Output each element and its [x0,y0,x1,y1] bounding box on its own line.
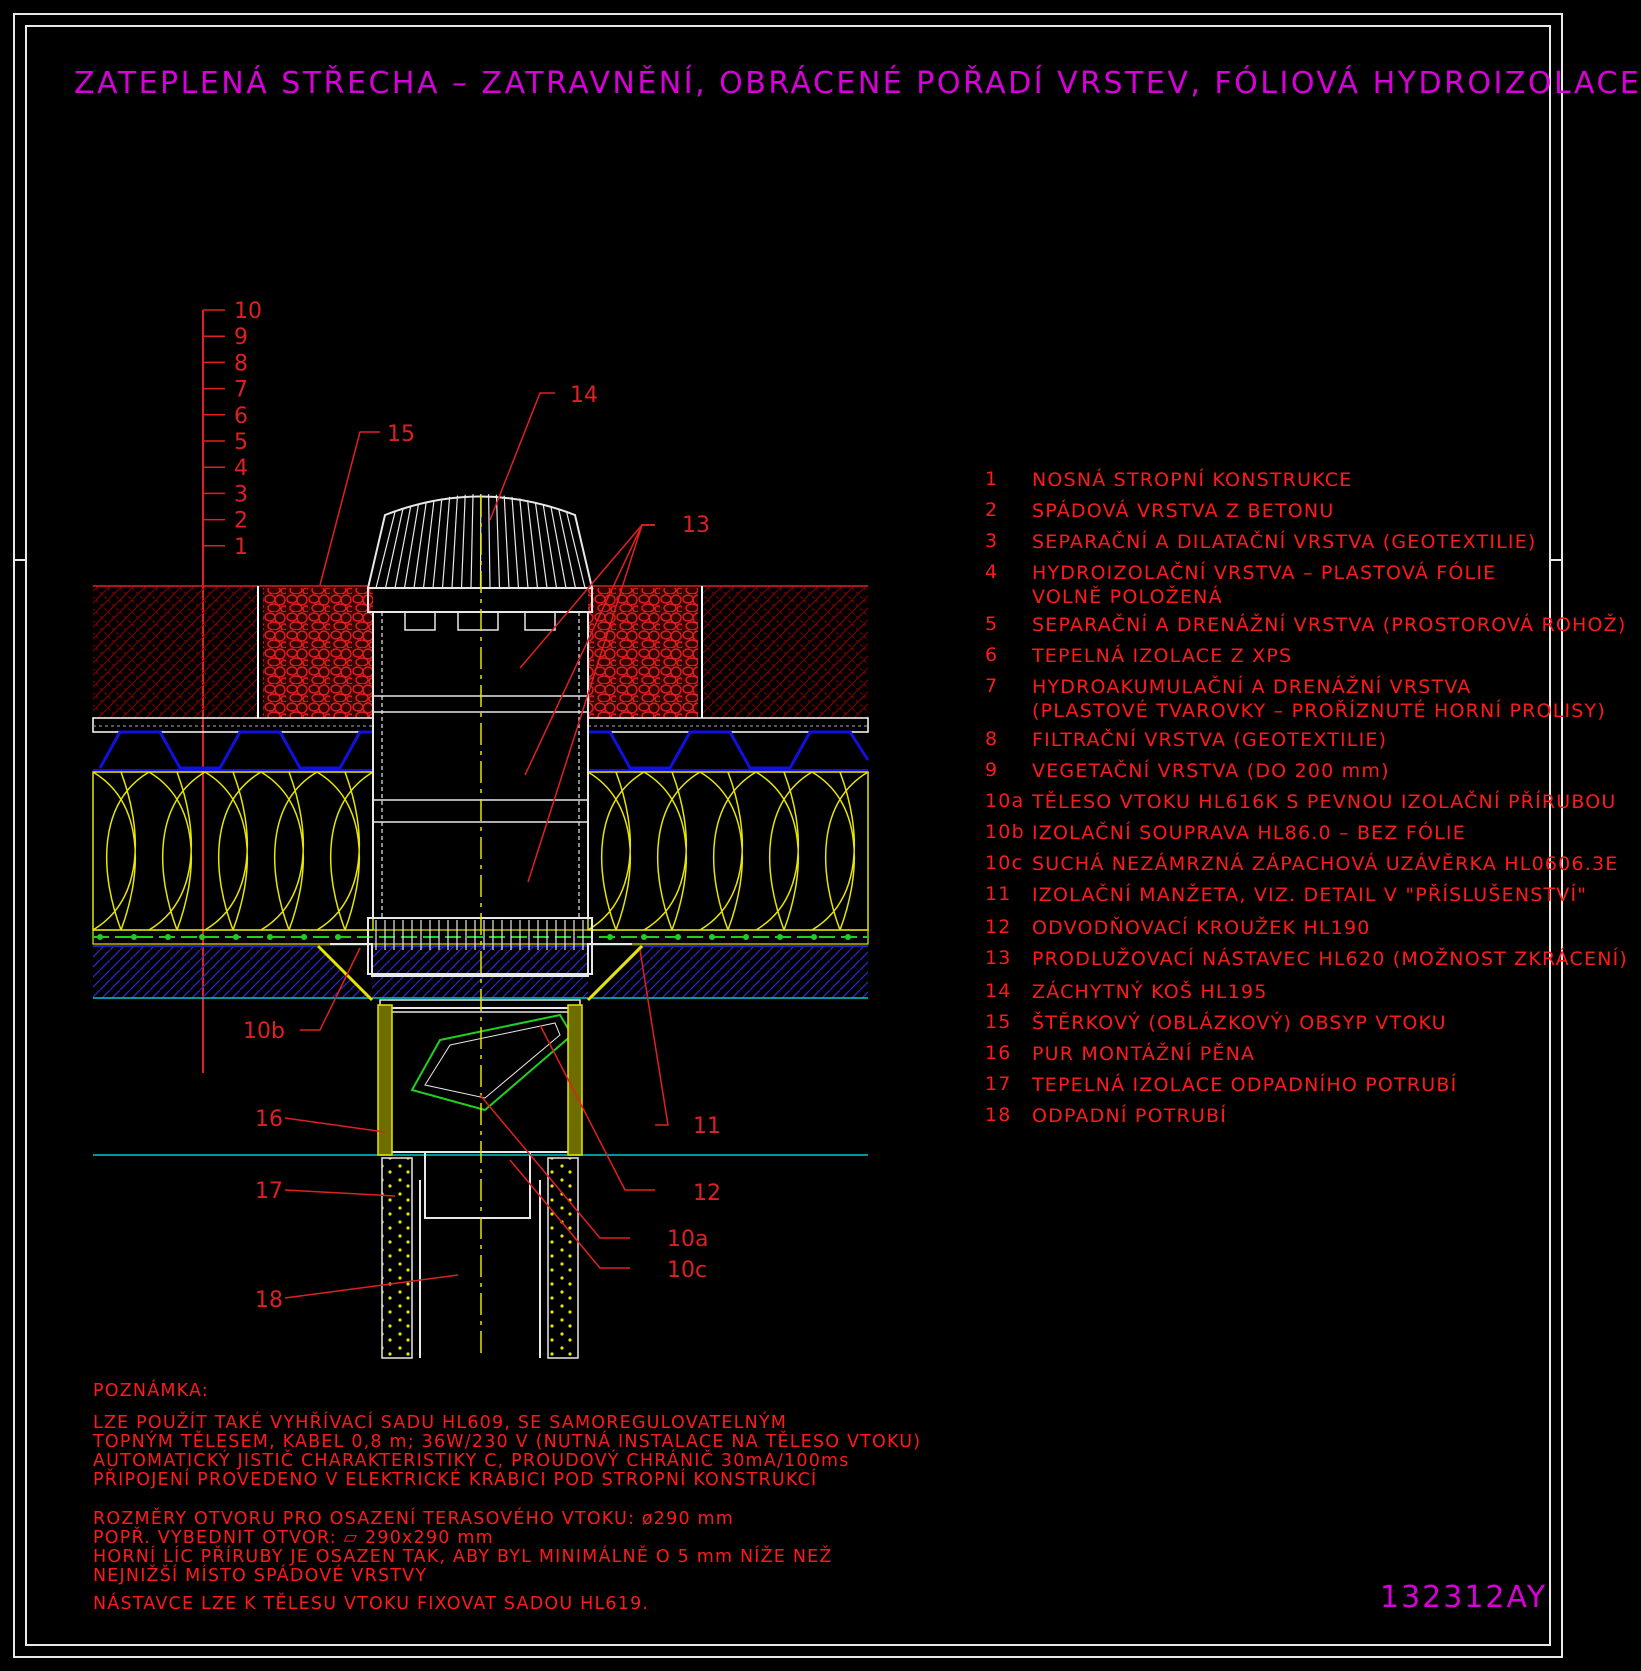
legend-number: 11 [985,883,1012,905]
legend-number: 10b [985,821,1025,843]
note-line: HORNÍ LÍC PŘÍRUBY JE OSAZEN TAK, ABY BYL… [93,1547,833,1567]
layer-scale-label: 3 [234,482,248,507]
layer-scale-label: 1 [234,535,248,560]
legend-text: SUCHÁ NEZÁMRZNÁ ZÁPACHOVÁ UZÁVĚRKA HL060… [1032,853,1619,875]
drainage-layer [93,730,870,771]
legend-text: TEPELNÁ IZOLACE ODPADNÍHO POTRUBÍ [1032,1074,1458,1096]
legend-number: 7 [985,675,999,697]
legend-number: 14 [985,980,1012,1002]
callout-13: 13 [682,513,710,538]
legend-text-continued: VOLNĚ POLOŽENÁ [1032,586,1223,608]
drawing-title: ZATEPLENÁ STŘECHA – ZATRAVNĚNÍ, OBRÁCENÉ… [74,66,1641,101]
legend-number: 9 [985,759,999,781]
callout-18: 18 [255,1288,283,1313]
callout-11: 11 [693,1114,721,1139]
legend-number: 12 [985,916,1012,938]
layer-scale-label: 9 [234,325,248,350]
callout-14: 14 [570,383,598,408]
legend-number: 5 [985,613,999,635]
note-line: AUTOMATICKÝ JISTIČ CHARAKTERISTIKY C, PR… [93,1451,850,1471]
legend-number: 3 [985,530,999,552]
legend-number: 10c [985,852,1024,874]
legend-text: IZOLAČNÍ MANŽETA, VIZ. DETAIL V "PŘÍSLUŠ… [1032,884,1588,906]
legend-text: ODPADNÍ POTRUBÍ [1032,1105,1228,1127]
legend-text: VEGETAČNÍ VRSTVA (DO 200 mm) [1032,760,1390,782]
legend-number: 6 [985,644,999,666]
legend-number: 4 [985,561,999,583]
layer-scale-label: 8 [234,351,248,376]
layer-scale-label: 4 [234,456,248,481]
note-line: TOPNÝM TĚLESEM, KABEL 0,8 m; 36W/230 V (… [93,1432,922,1452]
callout-17: 17 [255,1179,283,1204]
layer-scale-label: 10 [234,299,262,324]
drawing-frame-inner [25,25,1551,1646]
legend-text: PRODLUŽOVACÍ NÁSTAVEC HL620 (MOŽNOST ZKR… [1032,948,1629,970]
layer-scale-label: 7 [234,378,248,403]
legend-text: NOSNÁ STROPNÍ KONSTRUKCE [1032,469,1353,491]
legend-text: HYDROIZOLAČNÍ VRSTVA – PLASTOVÁ FÓLIE [1032,562,1497,584]
legend-number: 18 [985,1104,1012,1126]
note-line: NEJNIŽŠÍ MÍSTO SPÁDOVÉ VRSTVY [93,1566,428,1586]
note-heading: POZNÁMKA: [93,1381,210,1401]
legend-text: ZÁCHYTNÝ KOŠ HL195 [1032,981,1268,1003]
note-line: PŘIPOJENÍ PROVEDENO V ELEKTRICKÉ KRABICI… [93,1470,818,1490]
layer-scale-label: 2 [234,509,248,534]
legend-text: SEPARAČNÍ A DILATAČNÍ VRSTVA (GEOTEXTILI… [1032,531,1537,553]
legend-number: 13 [985,947,1012,969]
drawing-code: 132312AY [1380,1580,1548,1615]
callout-12: 12 [693,1181,721,1206]
legend-text: SPÁDOVÁ VRSTVA Z BETONU [1032,500,1335,522]
legend-number: 8 [985,728,999,750]
legend-number: 2 [985,499,999,521]
legend-text: ODVODŇOVACÍ KROUŽEK HL190 [1032,917,1371,939]
leader-lines [284,392,669,1299]
callout-10a: 10a [667,1227,708,1252]
layer-scale-label: 6 [234,404,248,429]
callout-labels: 14 15 13 10b 11 16 12 17 10a 10c 18 [243,383,721,1313]
gravel-surround [263,588,698,718]
legend-text: TEPELNÁ IZOLACE Z XPS [1032,645,1293,667]
callout-15: 15 [387,422,415,447]
callout-10c: 10c [667,1258,707,1283]
legend-text: PUR MONTÁŽNÍ PĚNA [1032,1043,1256,1065]
callout-16: 16 [255,1107,283,1132]
legend-number: 1 [985,468,999,490]
legend-text: IZOLAČNÍ SOUPRAVA HL86.0 – BEZ FÓLIE [1032,822,1466,844]
legend-number: 16 [985,1042,1012,1064]
legend-text: FILTRAČNÍ VRSTVA (GEOTEXTILIE) [1032,729,1388,751]
note-paragraph-1: LZE POUŽÍT TAKÉ VYHŘÍVACÍ SADU HL609, SE… [93,1414,921,1490]
note-line: POPŘ. VYBEDNIT OTVOR: ▱ 290x290 mm [93,1528,494,1548]
legend-text: SEPARAČNÍ A DRENÁŽNÍ VRSTVA (PROSTOROVÁ … [1032,614,1627,636]
callout-10b: 10b [243,1019,285,1044]
legend-number: 10a [985,790,1025,812]
legend-text-continued: (PLASTOVÉ TVAROVKY – PROŘÍZNUTÉ HORNÍ PR… [1032,700,1606,722]
note-line: ROZMĚRY OTVORU PRO OSAZENÍ TERASOVÉHO VT… [93,1509,735,1529]
legend-text: TĚLESO VTOKU HL616K S PEVNOU IZOLAČNÍ PŘ… [1032,791,1617,813]
note-line: NÁSTAVCE LZE K TĚLESU VTOKU FIXOVAT SADO… [93,1594,650,1614]
legend-number: 15 [985,1011,1012,1033]
drain-assembly [316,493,644,1359]
layer-scale-label: 5 [234,430,248,455]
drawing-frame-outer [13,13,1563,1658]
legend-text: ŠTĚRKOVÝ (OBLÁZKOVÝ) OBSYP VTOKU [1032,1012,1447,1034]
note-line: LZE POUŽÍT TAKÉ VYHŘÍVACÍ SADU HL609, SE… [93,1413,788,1433]
note-paragraph-2: ROZMĚRY OTVORU PRO OSAZENÍ TERASOVÉHO VT… [93,1510,833,1614]
vegetation-layer [93,585,868,718]
legend-text: HYDROAKUMULAČNÍ A DRENÁŽNÍ VRSTVA [1032,676,1472,698]
legend-number: 17 [985,1073,1012,1095]
